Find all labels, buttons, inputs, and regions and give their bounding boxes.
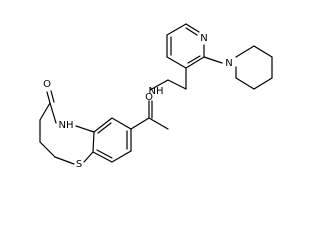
bond	[185, 27, 198, 36]
bond	[39, 102, 51, 121]
bond	[235, 77, 255, 90]
bond	[253, 45, 273, 58]
bonds	[39, 23, 273, 165]
bond	[167, 79, 187, 90]
bond	[96, 149, 113, 159]
oxygen-label: O	[43, 79, 51, 90]
nitrogen-label: N	[225, 58, 232, 69]
bond	[75, 125, 95, 133]
bond	[92, 131, 95, 153]
bond	[111, 117, 132, 130]
bond	[235, 45, 255, 58]
bond	[39, 141, 56, 158]
bond	[111, 150, 132, 163]
bond	[203, 56, 223, 64]
bond	[50, 90, 55, 103]
bond	[54, 156, 75, 165]
bond	[166, 56, 187, 69]
bond	[83, 151, 94, 163]
bond	[253, 77, 273, 90]
oxygen-label: O	[145, 92, 153, 103]
bond	[185, 56, 205, 69]
molecule-diagram: O NH S NH O N N	[39, 23, 273, 170]
bond	[187, 55, 201, 64]
sulfur-label: S	[76, 159, 82, 170]
nitrogen-label: NH	[59, 120, 74, 131]
bond	[149, 79, 169, 91]
bond	[130, 117, 150, 130]
bond	[92, 151, 113, 163]
nitrogen-label: N	[200, 33, 207, 44]
bond	[46, 91, 51, 104]
bond	[148, 117, 169, 130]
bond	[97, 122, 112, 134]
nitrogen-label: NH	[149, 86, 164, 97]
bond	[185, 23, 200, 33]
bond	[93, 117, 113, 133]
bond	[49, 102, 57, 124]
bond	[166, 23, 187, 36]
atom-labels: O NH S NH O N N	[43, 33, 233, 170]
